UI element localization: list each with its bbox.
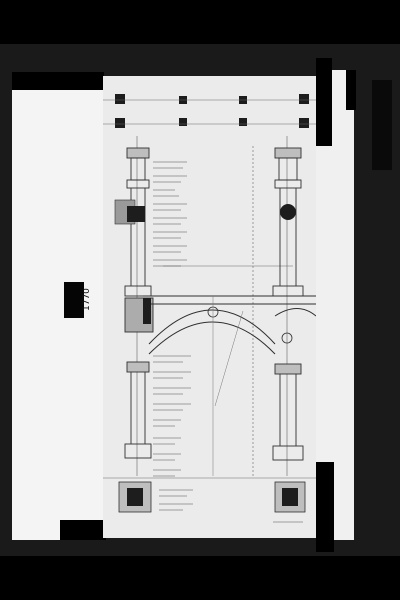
marker (179, 118, 187, 126)
annotations-upper (153, 161, 187, 267)
footing-core-left (127, 488, 143, 506)
marker (115, 94, 125, 104)
arch (143, 295, 316, 355)
base-lower (272, 445, 304, 461)
abacus (126, 179, 150, 189)
construction-lines (103, 99, 316, 479)
archive-mount-card (12, 90, 106, 540)
archive-mount-card-right (316, 70, 354, 540)
edge-shadow-right (346, 70, 356, 110)
capital-lower (274, 363, 302, 375)
catalog-tab (64, 282, 84, 318)
arch-intrados (148, 321, 276, 355)
column-plan-round (280, 204, 296, 220)
marker (115, 118, 125, 128)
annotations-bottom (159, 489, 303, 523)
mount-shadow-bottom (60, 520, 106, 540)
base (124, 285, 152, 297)
capital-lower (126, 361, 150, 373)
column-plan (127, 206, 145, 222)
arch-extrados (148, 309, 276, 345)
abacus (274, 179, 302, 189)
capital (126, 147, 150, 159)
rosette (281, 332, 293, 344)
marker (299, 94, 309, 104)
marker (299, 118, 309, 128)
edge-shadow-far-right (372, 80, 392, 170)
capital (274, 147, 302, 159)
arch-next (274, 308, 316, 317)
marker (239, 118, 247, 126)
inventory-number: 1770 (82, 288, 92, 312)
architectural-drawing (103, 76, 316, 538)
bottom-border (0, 556, 400, 600)
right-column (272, 147, 304, 461)
left-column (124, 147, 154, 459)
tape-strip-bottom-right (316, 462, 334, 552)
base-lower (124, 443, 152, 459)
footing-plan-left (118, 481, 152, 513)
annotations-lower (153, 355, 191, 477)
drawing-svg (103, 76, 316, 538)
clip-mark (143, 298, 151, 324)
tape-strip-top-right (316, 58, 332, 146)
mount-shadow-top (12, 72, 104, 90)
footing-core-right (282, 488, 298, 506)
diagonal-guide (214, 310, 244, 407)
